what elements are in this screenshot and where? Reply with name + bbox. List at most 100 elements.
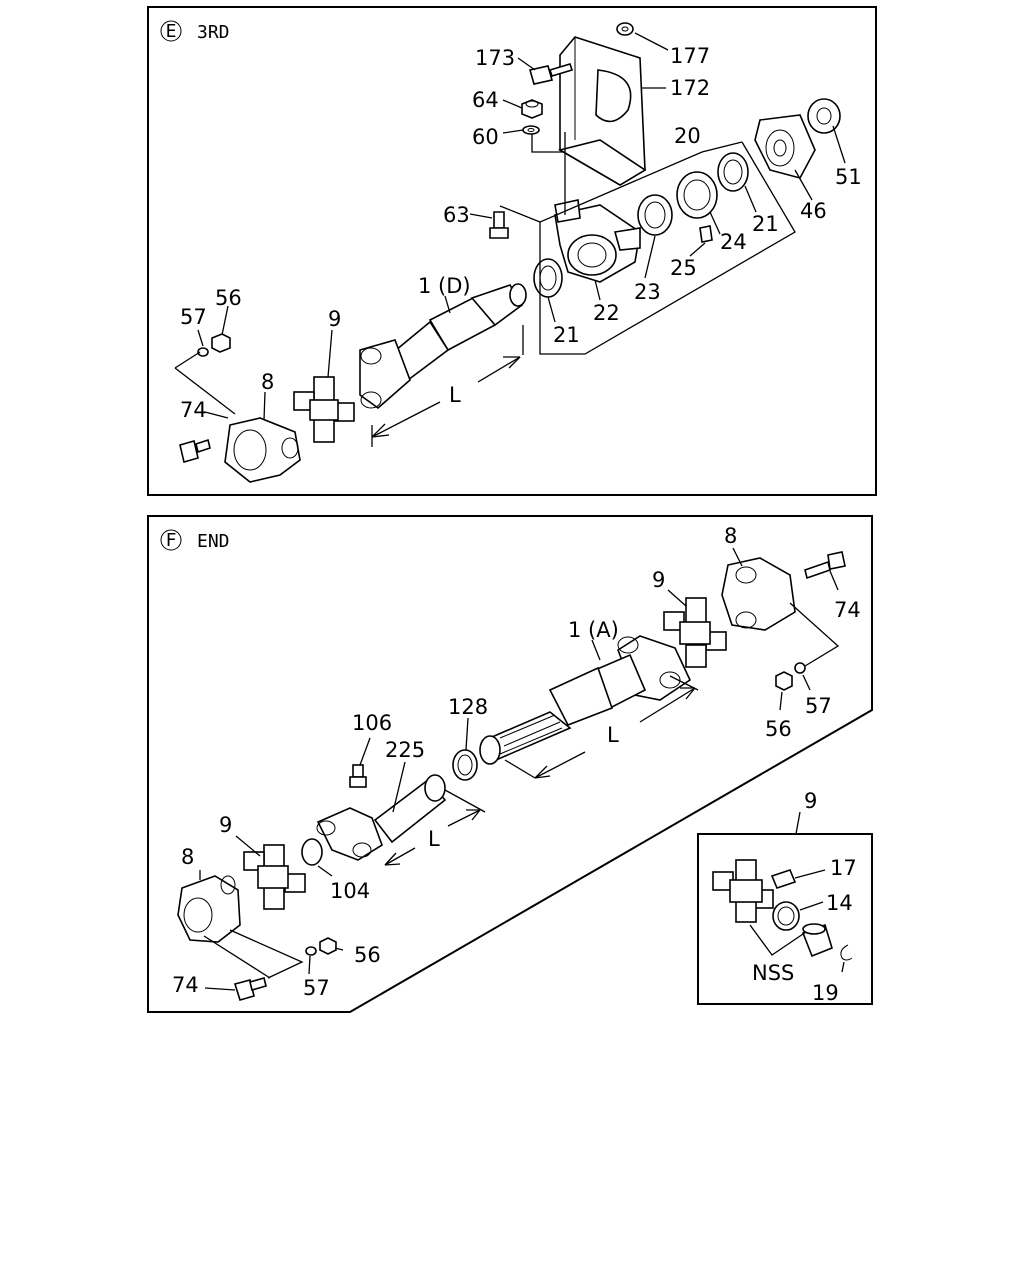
label-57: 57 [180, 305, 207, 329]
flange-yoke-8-top [721, 557, 796, 631]
label-length: L [449, 383, 461, 407]
label-173: 173 [475, 46, 515, 70]
bolt-74 [179, 438, 211, 463]
label-9: 9 [328, 307, 341, 331]
section-end-title: END [197, 531, 230, 552]
washer-57-bottom [305, 946, 317, 956]
label-length-b: L [428, 827, 440, 851]
washer-177 [616, 22, 634, 36]
label-225: 225 [385, 738, 425, 762]
support-bracket-172 [557, 36, 647, 186]
label-1a: 1 (A) [568, 618, 619, 642]
label-74-bottom: 74 [172, 973, 199, 997]
section-3rd-marker: E [166, 21, 177, 42]
inset-label-nss: NSS [752, 961, 794, 985]
grease-nipple-25 [699, 225, 713, 243]
label-64: 64 [472, 88, 499, 112]
label-46: 46 [800, 199, 827, 223]
nut-56-top [775, 671, 793, 691]
spider-cross [712, 859, 774, 923]
washer-51 [807, 98, 841, 134]
bearing-cup [801, 923, 833, 958]
inset-label-14: 14 [826, 891, 853, 915]
dust-seal-21-left [533, 258, 563, 298]
label-56-top: 56 [765, 717, 792, 741]
section-end-frame [147, 515, 873, 1013]
inset-frame [697, 833, 873, 1005]
section-end-marker-circle [160, 529, 182, 551]
inset-universal-joint: 9 17 14 NSS 19 [697, 789, 873, 1005]
label-128: 128 [448, 695, 488, 719]
nut-56-bottom [319, 937, 337, 955]
label-20: 20 [674, 124, 701, 148]
label-57-top: 57 [805, 694, 832, 718]
ring-128 [452, 749, 478, 781]
inset-label-17: 17 [830, 856, 857, 880]
nut-64 [521, 99, 543, 119]
seal-104 [301, 838, 323, 866]
washer-57 [197, 347, 209, 357]
label-24: 24 [720, 230, 747, 254]
bolt-173 [528, 63, 574, 85]
label-172: 172 [670, 76, 710, 100]
dust-seal-21-right [717, 152, 749, 192]
label-21-right: 21 [752, 212, 779, 236]
bolt-74-top [804, 551, 846, 580]
flange-yoke-8-bottom [177, 875, 241, 943]
section-end-marker: F [166, 530, 177, 551]
label-63: 63 [443, 203, 470, 227]
center-bearing-housing-22 [554, 199, 641, 283]
label-74: 74 [180, 398, 207, 422]
label-8: 8 [261, 370, 274, 394]
label-8-bottom: 8 [181, 845, 194, 869]
label-length-a: L [607, 723, 619, 747]
propeller-shaft-1d [359, 283, 527, 410]
bolt-63 [489, 211, 509, 239]
splined-shaft [479, 711, 572, 765]
label-104: 104 [330, 879, 370, 903]
propeller-shaft-1a [548, 635, 692, 727]
grease-nipple-106 [349, 764, 367, 788]
universal-joint-9-bottom [243, 844, 306, 910]
inset-label-19: 19 [812, 981, 839, 1005]
universal-joint-9-top [663, 597, 727, 668]
section-3rd-frame [147, 6, 877, 496]
sleeve-yoke-225 [316, 774, 447, 861]
bearing-23 [637, 194, 673, 236]
seal-ring-14 [772, 901, 800, 931]
washer-57-top [794, 662, 806, 674]
label-51: 51 [835, 165, 862, 189]
label-8-top: 8 [724, 524, 737, 548]
grease-nipple-17 [770, 869, 797, 889]
snap-ring-19 [840, 944, 853, 961]
label-22: 22 [593, 301, 620, 325]
label-25: 25 [670, 256, 697, 280]
leader-lines-end [199, 547, 840, 991]
companion-flange-46 [754, 114, 816, 179]
universal-joint-9 [293, 376, 355, 443]
label-21-left: 21 [553, 323, 580, 347]
flange-yoke-8 [224, 417, 301, 483]
label-177: 177 [670, 44, 710, 68]
label-1d: 1 (D) [418, 274, 471, 298]
label-23: 23 [634, 280, 661, 304]
nut-56 [211, 333, 231, 353]
label-56-bottom: 56 [354, 943, 381, 967]
label-60: 60 [472, 125, 499, 149]
bolt-74-bottom [233, 977, 267, 1001]
section-3rd-title: 3RD [197, 22, 230, 43]
label-74-top: 74 [834, 598, 861, 622]
leader-lines-3rd [174, 32, 846, 447]
label-9-bottom: 9 [219, 813, 232, 837]
section-3rd: E 3RD [147, 6, 877, 496]
bearing-cushion-24 [676, 171, 718, 219]
washer-60 [522, 125, 540, 135]
label-9-top: 9 [652, 568, 665, 592]
section-3rd-marker-circle [160, 20, 182, 42]
label-57-bottom: 57 [303, 976, 330, 1000]
section-end: F END [147, 515, 873, 1013]
inset-label-9: 9 [804, 789, 817, 813]
label-56: 56 [215, 286, 242, 310]
label-106: 106 [352, 711, 392, 735]
